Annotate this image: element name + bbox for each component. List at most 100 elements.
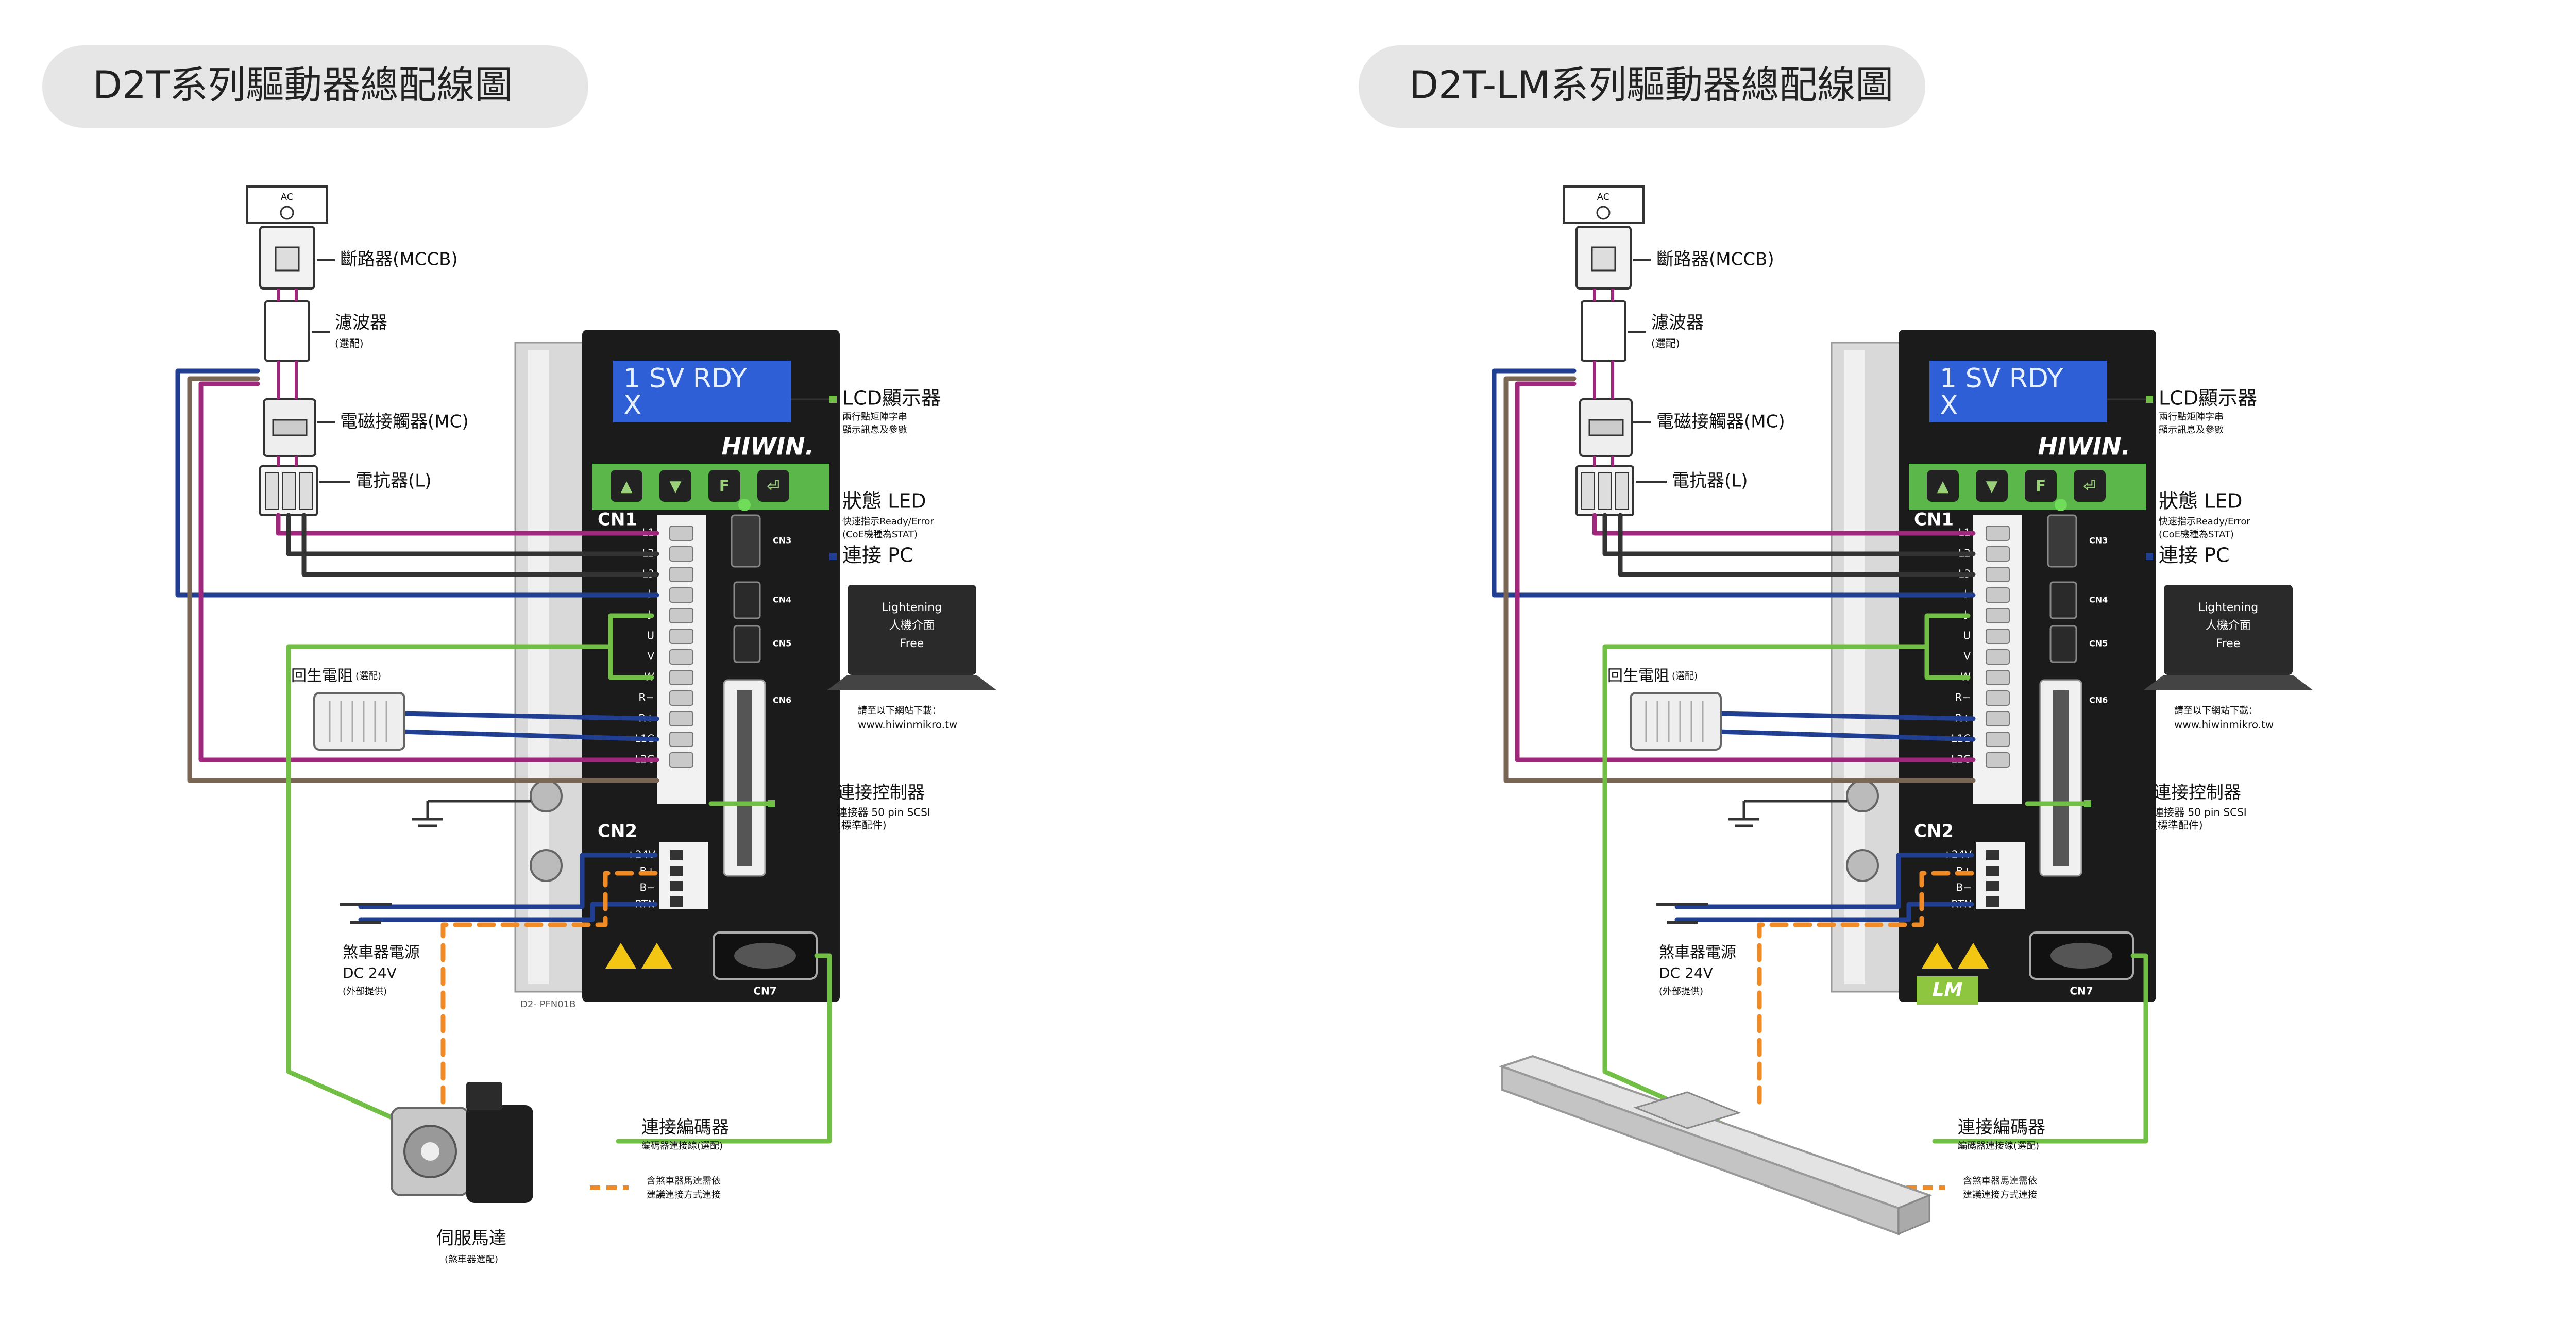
lcd-callout-label: LCD顯示器 [842,387,941,410]
cn1-terminal [1986,567,2010,582]
wire-encoder [1932,953,2148,1144]
cn1-terminal [1986,690,2010,706]
brake-legend-text-1: 含煞車器馬達需依 [1963,1176,2037,1187]
ground-screw-2 [1846,849,1879,882]
keypad-button [2074,470,2106,502]
title-pill [42,45,588,128]
cn7-socket [734,943,796,969]
hiwin-logo: HIWIN. [2038,433,2130,461]
diagram-title: D2T系列驅動器總配線圖 [93,63,513,108]
contactor-window [1588,419,1624,436]
lm-badge-text: LM [1933,979,1963,1001]
mccb-switch [275,246,300,272]
contactor-label: 電磁接觸器(MC) [340,412,469,432]
keypad-button [708,470,740,502]
laptop-line-1: Lightening [2198,601,2258,614]
reactor-coil [299,472,313,510]
wire-ground [1492,368,1976,598]
brake-dc-label: DC 24V [1659,964,1713,981]
ac-symbol-icon [280,206,294,220]
download-note-1: 請至以下網站下載： [2174,705,2258,716]
lcd-callout-dot [2146,396,2153,403]
controller-callout-dot [768,800,775,807]
side-connector-label: CN5 [773,639,791,649]
controller-note-1: 連接器 50 pin SCSI [837,806,930,819]
contactor-label: 電磁接觸器(MC) [1656,412,1785,432]
pc-callout-label: 連接 PC [842,544,913,567]
lcd-callout-note-2: 顯示訊息及參數 [842,425,907,435]
status-led-label: 狀態 LED [842,490,926,513]
wire-brake-rtn [358,902,658,922]
laptop-line-1: Lightening [882,601,942,614]
reactor-coil [265,472,279,510]
cn1-terminal-label: R− [638,691,654,704]
cn7-socket [2050,943,2112,969]
filter-body [264,300,310,362]
controller-callout-label: 連接控制器 [837,783,925,803]
wire-encoder [616,953,832,1144]
laptop-line-3: Free [900,637,924,650]
regen-resistor-label: 回生電阻 [291,667,353,685]
keypad-key-label: ▼ [669,478,681,496]
laptop-line-2: 人機介面 [889,619,935,632]
wire-brake-24v [358,853,658,909]
motor-connector [466,1082,502,1110]
cn1-terminal [669,711,693,726]
cn7-label: CN7 [753,985,776,997]
keypad-key-label: ▲ [620,478,632,496]
filter-label: 濾波器 [335,313,387,333]
wire-l1c [1515,381,1976,762]
regen-resistor [1630,692,1722,751]
high-voltage-icon [1958,943,1989,969]
status-led-note-1: 快速指示Ready/Error [842,516,934,527]
brake-dc-label: DC 24V [343,964,397,981]
controller-note-1: 連接器 50 pin SCSI [2154,806,2247,819]
cn1-terminal [1986,752,2010,768]
cn1-terminal [1986,732,2010,747]
status-led-label: 狀態 LED [2159,490,2243,513]
title-pill [1359,45,1925,128]
wire-brake-dashed [440,871,658,1105]
cn1-terminal-label: R− [1955,691,1971,704]
reactor-label: 電抗器(L) [355,471,431,491]
cn2-terminal [1986,896,1999,907]
wire-brake-24v [1674,853,1974,909]
laptop-base [827,675,997,690]
cn2-terminal [1986,866,1999,876]
wire-ground [175,368,659,598]
lcd-screen [613,361,791,422]
lm-badge [1917,976,1978,1005]
side-connector-label: CN4 [773,595,791,605]
lcd-line-1: 1 SV RDY [1940,363,2063,394]
keypad-button [757,470,789,502]
pc-callout-label: 連接 PC [2159,544,2230,567]
download-note-2: www.hiwinmikro.tw [2174,719,2274,731]
keypad-button [659,470,691,502]
lcd-line-2: X [1940,390,1958,421]
cn4-port [733,581,761,619]
cn1-terminal [669,732,693,747]
lcd-callout-note-2: 顯示訊息及參數 [2159,425,2224,435]
cn1-terminal [669,546,693,562]
cn1-terminal [1986,711,2010,726]
heatsink-highlight [528,350,549,984]
filter-note: (選配) [335,337,364,350]
wire-r-plus [399,729,659,742]
cn1-terminal [669,587,693,603]
lcd-screen [1929,361,2107,422]
cn1-terminal [1986,608,2010,623]
laptop-line-3: Free [2216,637,2241,650]
cn1-terminal-label: U [647,630,654,642]
brake-legend-text-2: 建議連接方式連接 [1963,1190,2037,1200]
encoder-callout-label: 連接編碼器 [1958,1117,2045,1138]
hiwin-logo: HIWIN. [722,433,814,461]
regen-resistor-label: 回生電阻 [1607,667,1669,685]
lcd-callout-dot [829,396,837,403]
cn5-port [733,625,761,663]
motor-label: 伺服馬達 [436,1228,506,1249]
mccb-switch [1591,246,1616,272]
lcd-callout-label: LCD顯示器 [2159,387,2257,410]
cn2-terminal [1986,881,1999,891]
high-voltage-icon [641,943,672,969]
drive-body [582,330,840,1002]
